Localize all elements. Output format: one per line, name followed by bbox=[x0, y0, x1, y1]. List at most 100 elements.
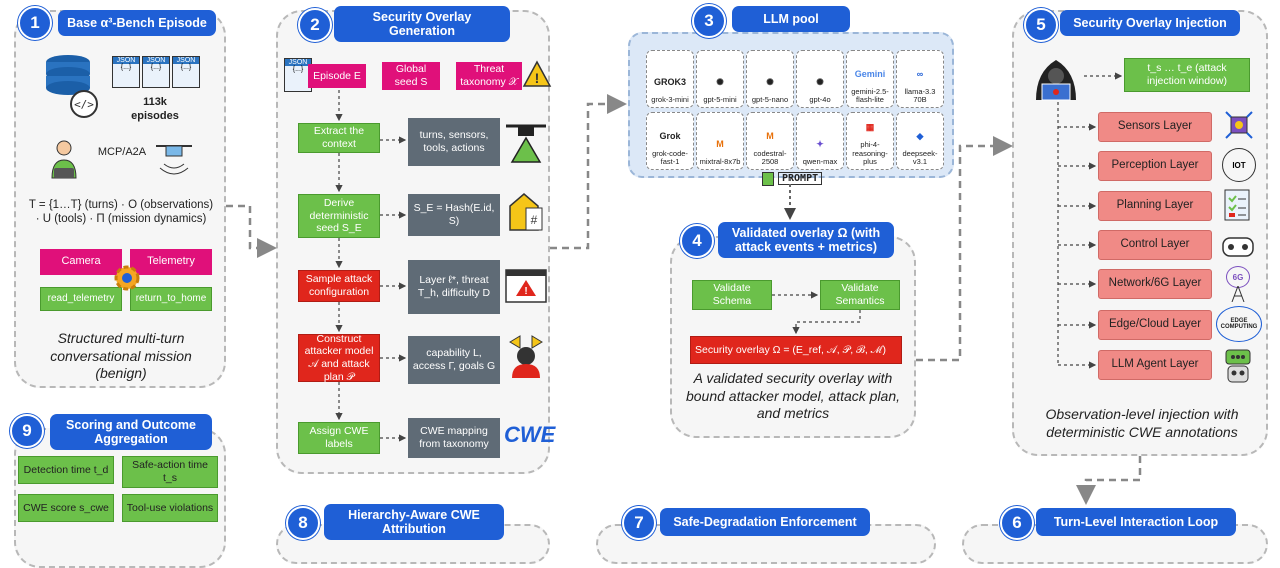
layer-edge-cloud: Edge/Cloud Layer bbox=[1098, 310, 1212, 340]
llm-model-name: mixtral-8x7b bbox=[699, 156, 741, 166]
svg-text:!: ! bbox=[524, 286, 527, 297]
output-context: turns, sensors, tools, actions bbox=[408, 118, 500, 166]
layer-network: Network/6G Layer bbox=[1098, 269, 1212, 299]
panel-5-caption: Observation-level injection with determi… bbox=[1045, 406, 1239, 440]
layer-planning: Planning Layer bbox=[1098, 191, 1212, 221]
llm-model-card: Grok grok-code-fast-1 bbox=[646, 112, 694, 170]
json-file-icon: JSON{...} JSON{...} JSON{...} bbox=[112, 56, 204, 90]
tool-telemetry: Telemetry bbox=[130, 249, 212, 275]
attack-window-box: t_s … t_e (attack injection window) bbox=[1124, 58, 1250, 92]
step-badge-4: 4 bbox=[680, 224, 714, 258]
llm-model-name: phi-4-reasoning-plus bbox=[852, 140, 888, 166]
warning-icon: ! bbox=[522, 60, 552, 87]
llm-model-name: qwen-max bbox=[802, 156, 838, 166]
panel-9-title: Scoring and Outcome Aggregation bbox=[50, 414, 212, 450]
drone-icon bbox=[156, 145, 192, 175]
llm-model-name: gpt-5-mini bbox=[703, 94, 737, 104]
output-attack-config: Layer ℓ*, threat T_h, difficulty D bbox=[408, 260, 500, 314]
llm-logo-icon: ✺ bbox=[766, 76, 774, 87]
iot-icon: IOT bbox=[1222, 148, 1256, 182]
validate-semantics-box: Validate Semantics bbox=[820, 280, 900, 310]
llm-logo-icon: ▦ bbox=[865, 122, 875, 133]
metric-detection-time: Detection time t_d bbox=[18, 456, 114, 484]
llm-logo-icon: GROK3 bbox=[654, 76, 687, 87]
step-badge-2: 2 bbox=[298, 8, 332, 42]
step-derive-seed: Derive deterministic seed S_E bbox=[298, 194, 380, 238]
llm-model-name: llama-3.3 70B bbox=[904, 86, 936, 104]
metric-tool-use-violations: Tool-use violations bbox=[122, 494, 218, 522]
layer-llm-agent: LLM Agent Layer bbox=[1098, 350, 1212, 380]
step-badge-7: 7 bbox=[622, 506, 656, 540]
llm-model-card: ✦qwen-max bbox=[796, 112, 844, 170]
step-construct-attacker: Construct attacker model 𝒜 and attack pl… bbox=[298, 333, 380, 383]
svg-text:</>: </> bbox=[74, 98, 94, 111]
llm-logo-icon: ∞ bbox=[916, 68, 924, 79]
planning-checklist-icon bbox=[1224, 189, 1250, 221]
step-assign-cwe: Assign CWE labels bbox=[298, 422, 380, 454]
input-episode: Episode E bbox=[308, 64, 366, 88]
json-label: JSON bbox=[173, 57, 199, 64]
episodes-count: 113k episodes bbox=[131, 96, 179, 122]
6g-label: 6G bbox=[1232, 272, 1244, 282]
alert-terminal-icon: ! bbox=[505, 269, 547, 303]
sensor-chip-icon bbox=[1225, 111, 1253, 139]
controller-icon bbox=[1222, 237, 1254, 257]
security-overlay-box: Security overlay Ω = (E_ref, 𝒜, 𝒫, ℬ, ℳ) bbox=[690, 336, 902, 364]
robot-icon bbox=[1225, 349, 1251, 383]
edge-computing-label: EDGE COMPUTING bbox=[1220, 318, 1258, 330]
llm-model-card: ▦ phi-4-reasoning-plus bbox=[846, 112, 894, 170]
step-extract-context: Extract the context bbox=[298, 123, 380, 153]
llm-logo-icon: ✺ bbox=[816, 76, 824, 87]
hacker-icon bbox=[1036, 60, 1076, 101]
panel-8-title: Hierarchy-Aware CWE Attribution bbox=[324, 504, 504, 540]
llm-logo-icon: M bbox=[766, 130, 774, 141]
database-icon: </> bbox=[46, 55, 98, 118]
json-file-icon: JSON{...} bbox=[284, 58, 312, 92]
prompt-label: PROMPT bbox=[778, 172, 823, 185]
cwe-logo: CWE bbox=[504, 422, 556, 447]
llm-model-name: grok-code-fast-1 bbox=[652, 148, 688, 166]
step-badge-9: 9 bbox=[10, 414, 44, 448]
layer-sensors: Sensors Layer bbox=[1098, 112, 1212, 142]
panel-1-title: Base α³-Bench Episode bbox=[58, 10, 216, 36]
llm-logo-icon: ✺ bbox=[716, 76, 724, 87]
svg-text:#: # bbox=[531, 213, 538, 227]
panel-1-caption: Structured multi-turn conversational mis… bbox=[50, 330, 192, 381]
panel-6-title: Turn-Level Interaction Loop bbox=[1036, 508, 1236, 536]
step-badge-1: 1 bbox=[18, 6, 52, 40]
llm-model-name: gpt-4o bbox=[809, 94, 831, 104]
tool-read-telemetry: read_telemetry bbox=[40, 287, 122, 311]
panel-7-title: Safe-Degradation Enforcement bbox=[660, 508, 870, 536]
llm-logo-icon: Grok bbox=[659, 130, 681, 141]
panel-4-title: Validated overlay Ω (with attack events … bbox=[718, 222, 894, 258]
tool-return-to-home: return_to_home bbox=[130, 287, 212, 311]
operator-icon bbox=[51, 140, 77, 179]
svg-text:!: ! bbox=[535, 70, 540, 86]
llm-model-name: deepseek-v3.1 bbox=[902, 148, 938, 166]
tool-camera: Camera bbox=[40, 249, 122, 275]
iot-label: IOT bbox=[1232, 160, 1246, 170]
json-braces: {...} bbox=[180, 64, 192, 71]
layer-perception: Perception Layer bbox=[1098, 151, 1212, 181]
step-badge-8: 8 bbox=[286, 506, 320, 540]
step-badge-3: 3 bbox=[692, 4, 726, 38]
drone-target-icon bbox=[506, 124, 546, 163]
gear-icon bbox=[114, 265, 140, 291]
mcp-label: MCP/A2A bbox=[97, 146, 147, 158]
json-label: JSON bbox=[113, 57, 139, 64]
episode-formula: T = {1…T} (turns) · O (observations) · U… bbox=[28, 199, 214, 226]
layer-control: Control Layer bbox=[1098, 230, 1212, 260]
panel-5-title: Security Overlay Injection bbox=[1060, 10, 1240, 36]
input-global-seed: Global seed S bbox=[382, 62, 440, 90]
step-badge-6: 6 bbox=[1000, 506, 1034, 540]
panel-4-caption: A validated security overlay with bound … bbox=[685, 370, 901, 421]
llm-model-name: grok-3-mini bbox=[651, 94, 689, 104]
llm-model-name: gemini-2.5-flash-lite bbox=[851, 86, 889, 104]
llm-logo-icon: ◆ bbox=[916, 130, 924, 141]
llm-model-card: ✺ gpt-4o bbox=[796, 50, 844, 108]
step-sample-attack: Sample attack configuration bbox=[298, 270, 380, 302]
json-label: JSON bbox=[143, 57, 169, 64]
